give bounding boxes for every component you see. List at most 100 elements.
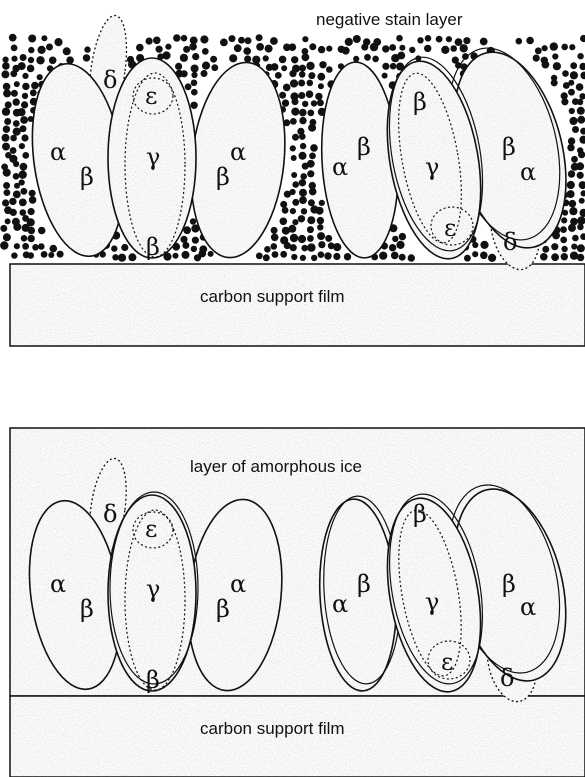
- stain-dot: [353, 56, 359, 62]
- stain-dot: [0, 241, 8, 249]
- stain-dot: [301, 208, 307, 214]
- stain-dot: [263, 55, 269, 61]
- stain-dot: [307, 110, 314, 117]
- stain-dot: [572, 126, 579, 133]
- stain-dot: [568, 224, 576, 232]
- stain-dot: [21, 188, 28, 195]
- stain-dot: [299, 152, 307, 160]
- stain-dot: [436, 36, 443, 43]
- stain-dot: [36, 56, 44, 64]
- stain-dot: [301, 245, 308, 252]
- stain-dot: [364, 54, 371, 61]
- stain-dot: [551, 253, 559, 261]
- stain-dot: [291, 108, 299, 116]
- stain-dot: [22, 73, 28, 79]
- stain-dot: [280, 251, 287, 258]
- stain-dot: [317, 99, 324, 106]
- stain-dot: [551, 79, 558, 86]
- stain-dot: [370, 43, 378, 51]
- stain-dot: [21, 101, 28, 108]
- stain-dot: [10, 70, 17, 77]
- stain-dot: [11, 252, 17, 258]
- stain-dot: [324, 252, 331, 259]
- stain-dot: [569, 117, 577, 125]
- stain-dot: [210, 56, 217, 63]
- stain-dot: [181, 35, 188, 42]
- label-gamma: γ: [146, 575, 160, 603]
- stain-dot: [569, 44, 575, 50]
- stain-dot: [48, 252, 54, 258]
- stain-dot: [561, 217, 567, 223]
- stain-dot: [309, 153, 316, 160]
- label-beta: β: [502, 570, 516, 598]
- stain-dot: [272, 251, 279, 258]
- stain-dot: [229, 35, 236, 42]
- stain-dot: [298, 215, 305, 222]
- stain-dot: [408, 254, 415, 261]
- stain-dot: [20, 116, 28, 124]
- stain-dot: [282, 99, 289, 106]
- stain-dot: [190, 218, 196, 224]
- stain-dot: [275, 72, 282, 79]
- stain-dot: [291, 155, 297, 161]
- stain-dot: [382, 45, 389, 52]
- stain-dot: [290, 208, 296, 214]
- stain-dot: [577, 254, 584, 261]
- stain-dot: [391, 252, 399, 260]
- label-beta: β: [357, 133, 371, 161]
- label-beta: β: [413, 500, 427, 528]
- stain-dot: [399, 233, 406, 240]
- stain-dot: [279, 92, 286, 99]
- stain-dot: [191, 80, 198, 87]
- stain-dot: [570, 252, 578, 260]
- stain-dot: [19, 199, 27, 207]
- stain-dot: [399, 45, 405, 51]
- stain-dot: [472, 242, 478, 248]
- stain-dot: [4, 118, 11, 125]
- stain-dot: [289, 70, 296, 77]
- stain-dot: [31, 82, 39, 90]
- stain-dot: [283, 84, 291, 92]
- stain-dot: [318, 83, 324, 89]
- stain-dot: [306, 62, 314, 70]
- label-epsilon: ε: [441, 648, 453, 676]
- label-beta: β: [216, 163, 230, 191]
- stain-dot: [20, 54, 27, 61]
- stain-dot: [298, 92, 305, 99]
- stain-dot: [299, 109, 307, 117]
- label-delta: δ: [103, 66, 117, 94]
- stain-dot: [11, 45, 18, 52]
- stain-dot: [577, 244, 585, 252]
- stain-dot: [577, 172, 584, 179]
- stain-dot: [300, 173, 307, 180]
- stain-dot: [307, 226, 314, 233]
- stain-dot: [480, 38, 488, 46]
- stain-dot: [29, 196, 37, 204]
- stain-dot: [311, 255, 317, 261]
- stain-dot: [307, 243, 315, 251]
- stain-dot: [409, 47, 415, 53]
- stain-dot: [567, 144, 574, 151]
- stain-dot: [66, 56, 74, 64]
- label-alpha: α: [230, 138, 246, 166]
- stain-dot: [309, 188, 317, 196]
- stain-dot: [290, 234, 298, 242]
- stain-dot: [199, 250, 207, 258]
- stain-dot: [580, 128, 585, 135]
- stain-dot: [578, 151, 585, 158]
- stain-dot: [289, 43, 297, 51]
- stain-dot: [318, 241, 325, 248]
- stain-dot: [317, 224, 323, 230]
- stain-dot: [173, 253, 179, 259]
- stain-dot: [2, 62, 10, 70]
- stain-dot: [542, 45, 548, 51]
- stain-dot: [18, 62, 26, 70]
- stain-dot: [516, 38, 523, 45]
- stain-dot: [560, 226, 567, 233]
- stain-dot: [182, 242, 189, 249]
- stain-dot: [256, 253, 263, 260]
- stain-dot: [291, 56, 298, 63]
- stain-dot: [568, 137, 575, 144]
- stain-dot: [576, 83, 584, 91]
